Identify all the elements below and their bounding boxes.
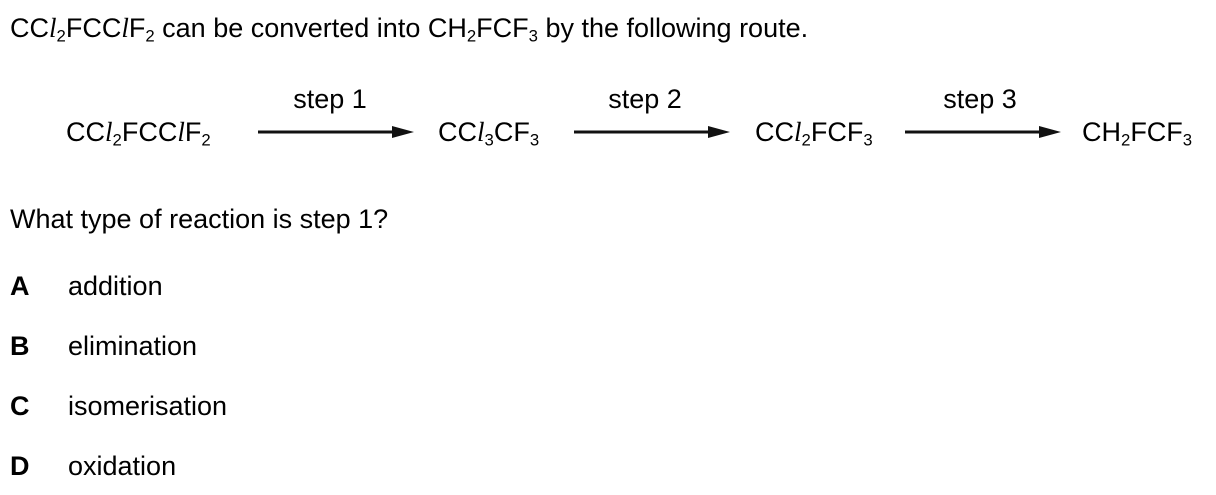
question-text: What type of reaction is step 1? bbox=[10, 204, 389, 234]
option-text: addition bbox=[68, 271, 163, 301]
formula-subscript: 2 bbox=[801, 130, 811, 150]
formula-subscript: 3 bbox=[484, 130, 494, 150]
intro-text-mid: can be converted into bbox=[154, 13, 428, 43]
formula-part: CC bbox=[66, 117, 105, 147]
formula-part: l bbox=[49, 13, 57, 43]
formula-part: CC bbox=[438, 117, 477, 147]
formula-part: CH bbox=[427, 13, 467, 43]
intro-text-end: by the following route. bbox=[537, 13, 809, 43]
intro-sentence: CCl2FCClF2 can be converted into CH2FCF3… bbox=[10, 13, 809, 46]
formula-part: FCF bbox=[1130, 117, 1183, 147]
formula-subscript: 2 bbox=[1121, 130, 1131, 150]
formula-part: CC bbox=[10, 13, 49, 43]
step-2-arrow-icon bbox=[574, 124, 730, 140]
formula-part: F bbox=[128, 13, 146, 43]
formula-part: l bbox=[177, 117, 185, 147]
species-product: CH2FCF3 bbox=[1082, 117, 1192, 149]
step-1-arrow-icon bbox=[258, 124, 414, 140]
option-letter: D bbox=[10, 451, 30, 481]
formula-part: l bbox=[477, 117, 485, 147]
formula-part: FCF bbox=[476, 13, 529, 43]
formula-part: l bbox=[105, 117, 113, 147]
intro-formula-product: CH2FCF3 bbox=[427, 13, 538, 46]
formula-part: FCF bbox=[810, 117, 864, 147]
formula-part: CF bbox=[493, 117, 530, 147]
step-1-label: step 1 bbox=[293, 84, 367, 114]
formula-part: FCC bbox=[121, 117, 178, 147]
formula-subscript: 2 bbox=[201, 130, 211, 150]
option-letter: B bbox=[10, 331, 30, 361]
formula-part: l bbox=[794, 117, 802, 147]
formula-subscript: 2 bbox=[56, 26, 66, 46]
option-text: elimination bbox=[68, 331, 198, 361]
formula-part: CH bbox=[1082, 117, 1121, 147]
formula-subscript: 2 bbox=[145, 26, 155, 46]
formula-subscript: 3 bbox=[863, 130, 873, 150]
formula-subscript: 3 bbox=[1182, 130, 1193, 150]
species-reactant: CCl2FCClF2 bbox=[66, 117, 211, 149]
option-letter: C bbox=[10, 391, 30, 421]
formula-part: CC bbox=[755, 117, 794, 147]
formula-subscript: 2 bbox=[112, 130, 122, 150]
intro-formula-reactant: CCl2FCClF2 bbox=[10, 13, 155, 46]
option-text: oxidation bbox=[68, 451, 177, 481]
formula-part: F bbox=[184, 117, 202, 147]
formula-part: l bbox=[121, 13, 129, 43]
option-text: isomerisation bbox=[68, 391, 228, 421]
option-letter: A bbox=[10, 271, 30, 301]
step-2-label: step 2 bbox=[608, 84, 682, 114]
step-3-label: step 3 bbox=[943, 84, 1017, 114]
species-intermediate-2: CCl2FCF3 bbox=[755, 117, 873, 149]
species-intermediate-1: CCl3CF3 bbox=[438, 117, 539, 149]
formula-subscript: 2 bbox=[466, 26, 477, 46]
formula-part: FCC bbox=[65, 13, 122, 43]
step-3-arrow-icon bbox=[905, 124, 1061, 140]
formula-subscript: 3 bbox=[529, 130, 540, 150]
formula-subscript: 3 bbox=[528, 26, 538, 46]
